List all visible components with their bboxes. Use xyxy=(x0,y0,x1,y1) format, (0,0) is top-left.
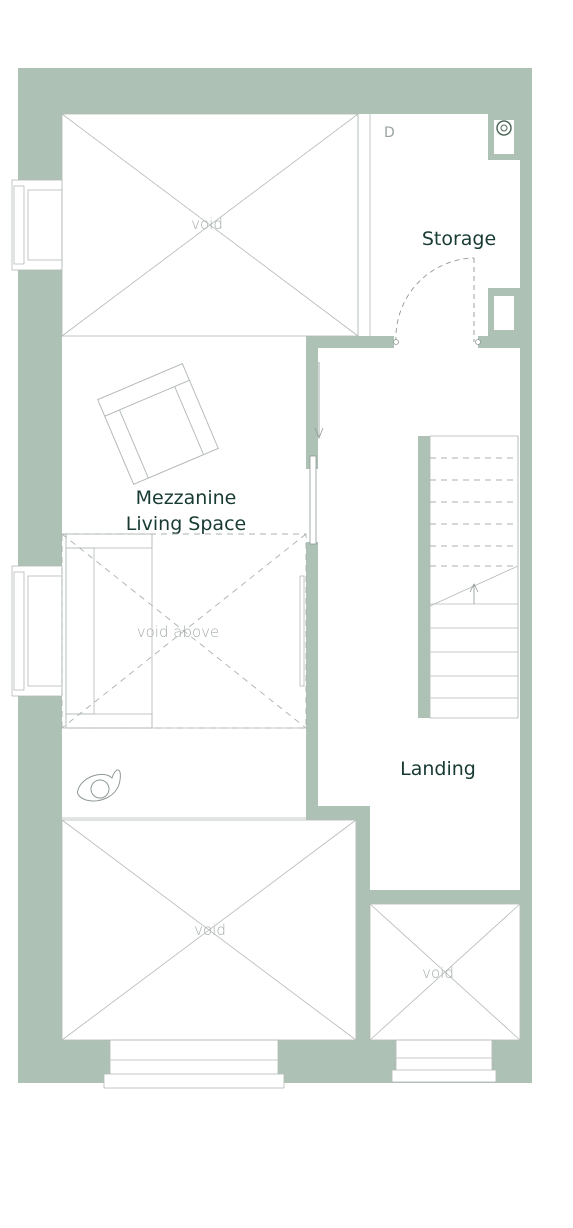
landing-void-wall xyxy=(370,890,520,904)
bottom-divider-wall xyxy=(356,806,370,1040)
void-bottom-left: void xyxy=(61,817,357,1041)
cupboard-door-marker: D xyxy=(384,125,395,141)
room-label-mezzanine-2: Living Space xyxy=(126,513,246,535)
window-bottom-left xyxy=(103,1039,285,1089)
window-left-upper xyxy=(11,179,63,271)
void-bottom-right-label: void xyxy=(422,964,454,982)
stair-stringer xyxy=(418,436,430,718)
swivel-chair-icon xyxy=(77,769,121,802)
void-top-left-label: void xyxy=(191,215,223,233)
void-bottom-right: void xyxy=(369,903,521,1041)
partition-wall-lower xyxy=(306,542,318,806)
wall-shelf xyxy=(299,575,305,687)
storage-door[interactable] xyxy=(393,257,481,345)
void-above: void above xyxy=(61,533,307,729)
window-left-lower xyxy=(11,565,63,697)
armchair-icon xyxy=(97,363,219,485)
staircase-icon xyxy=(429,435,519,719)
room-label-storage: Storage xyxy=(422,228,496,250)
void-above-label: void above xyxy=(137,623,220,641)
void-bottom-left-label: void xyxy=(194,921,226,939)
window-bottom-right xyxy=(391,1039,497,1083)
storage-wall-right xyxy=(478,336,520,348)
partition-wall-upper xyxy=(306,336,318,469)
void-top-left: void xyxy=(61,113,371,337)
storage-wall-left xyxy=(306,336,394,348)
room-label-landing: Landing xyxy=(400,758,476,780)
boiler-icon xyxy=(496,120,512,136)
sliding-door[interactable] xyxy=(309,362,324,545)
partition-wall-step xyxy=(306,806,356,820)
room-label-mezzanine-1: Mezzanine xyxy=(136,487,237,509)
exterior-walls xyxy=(18,68,532,1083)
